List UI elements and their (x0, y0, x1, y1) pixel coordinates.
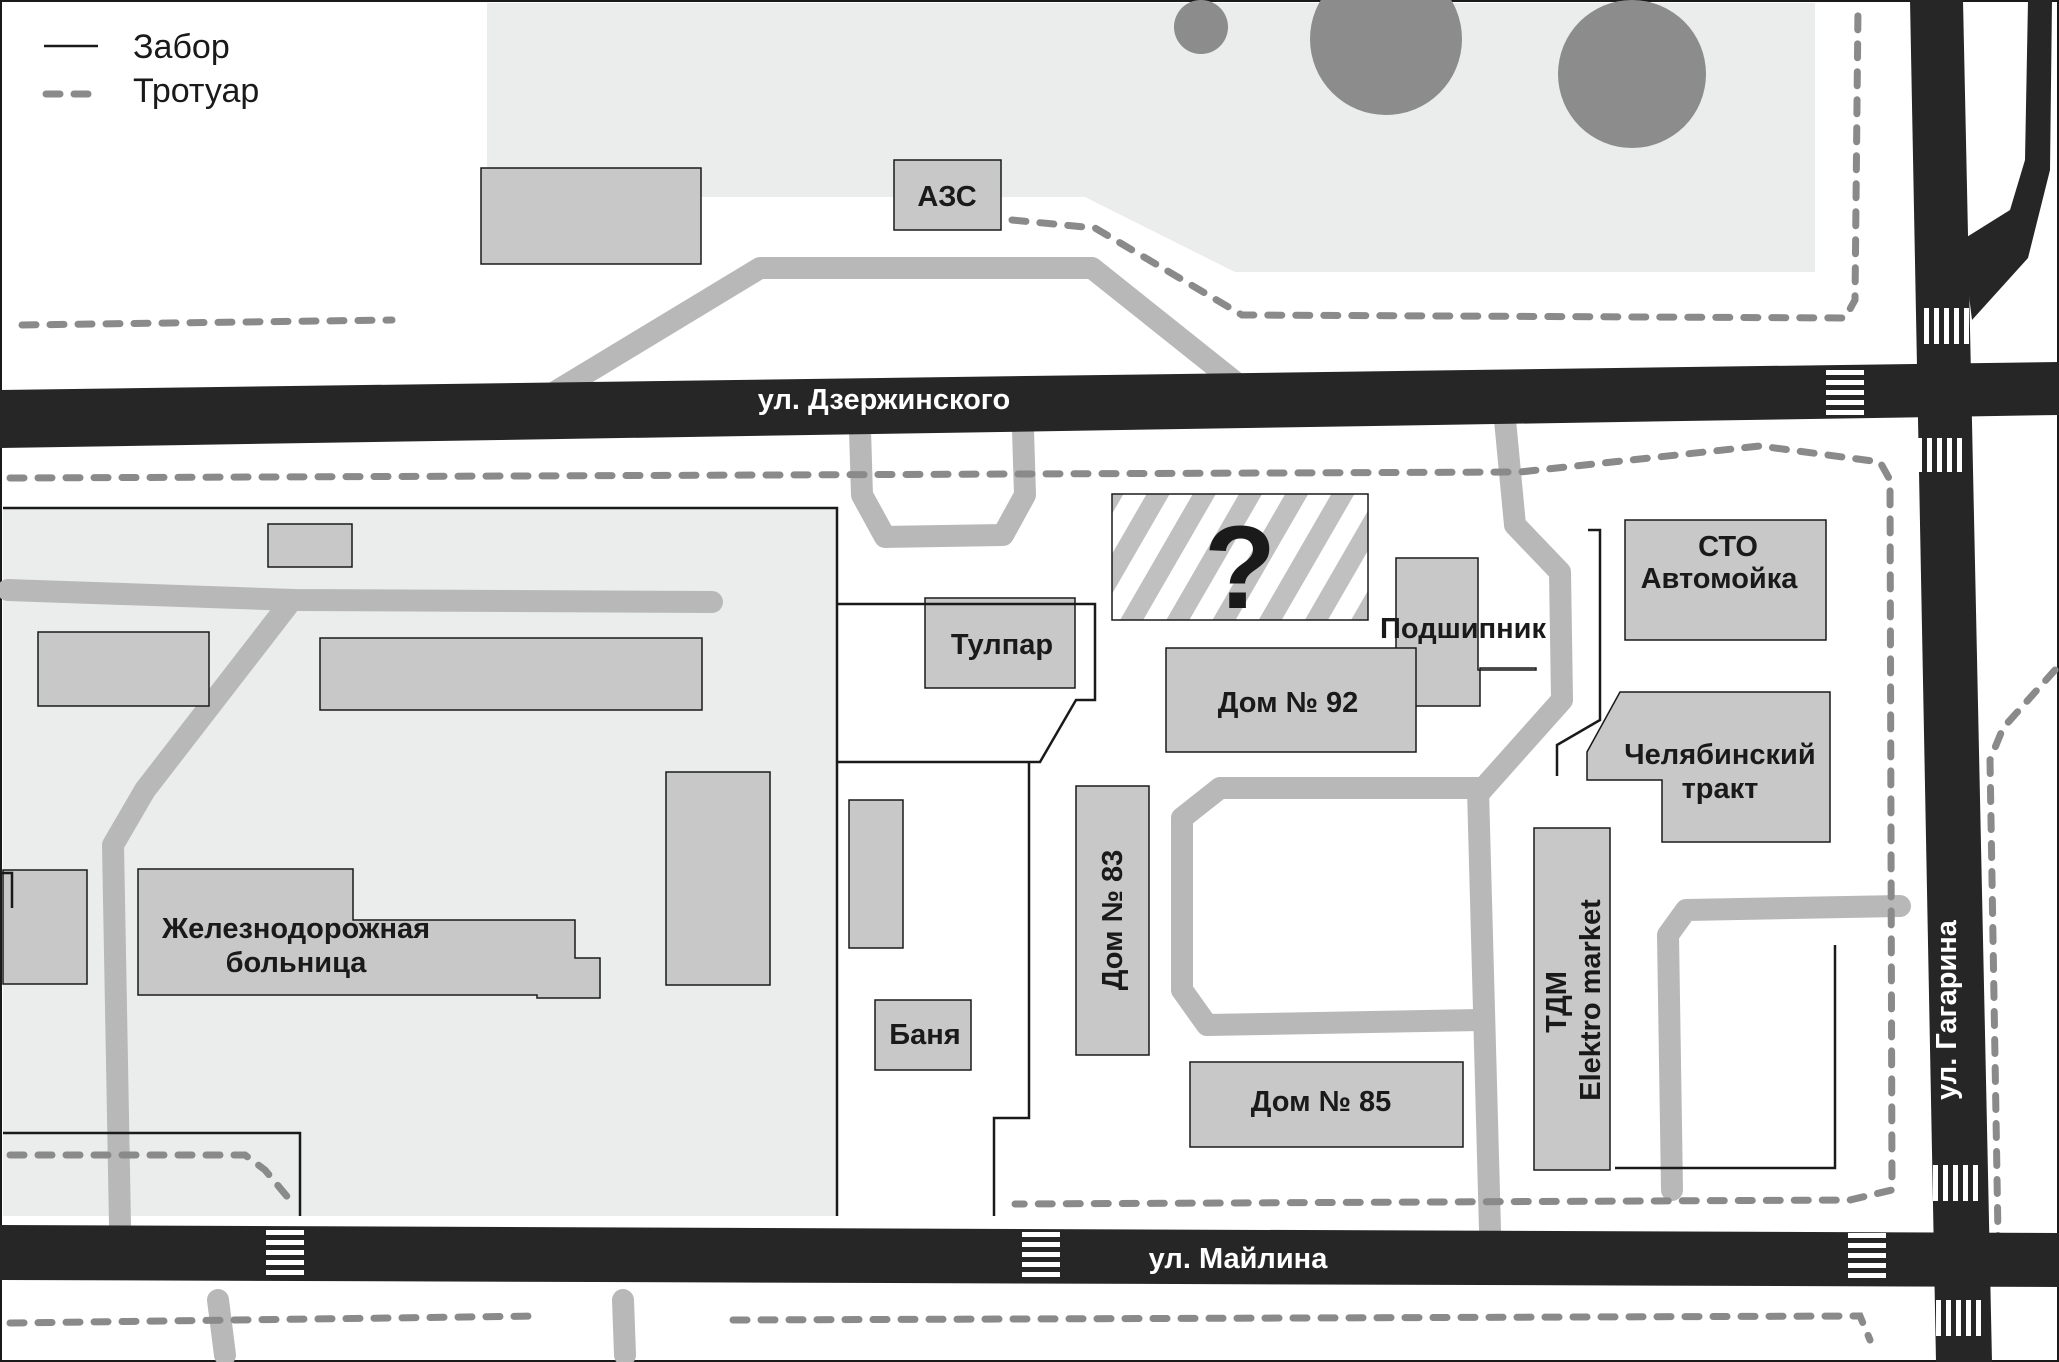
building (37, 631, 210, 707)
sidewalk (6, 1151, 294, 1204)
road-gagarina (1910, 0, 1992, 1362)
pedestrian-crossing (1936, 1300, 1981, 1336)
label-sto-line1: СТО (1698, 531, 1758, 563)
building (267, 523, 353, 568)
sidewalk (18, 316, 396, 329)
pedestrian-crossing (1933, 1165, 1978, 1201)
building (480, 167, 702, 265)
footpath (102, 594, 299, 1236)
building-sto (1624, 519, 1827, 641)
street-label-dzerzhinsky: ул. Дзержинского (758, 384, 1010, 416)
street-label-gagarina: ул. Гагарина (1931, 919, 1963, 1100)
fence (837, 602, 1097, 764)
building-dom85 (1189, 1061, 1464, 1148)
building (319, 637, 703, 711)
building-chelyabinsky-trakt (1586, 691, 1831, 843)
footpath (0, 579, 723, 613)
footpath (1171, 777, 1491, 1036)
building-banya (874, 999, 972, 1071)
sidewalk (6, 1312, 544, 1327)
label-sto-line2: Автомойка (1641, 563, 1799, 595)
target-question-mark: ? (1204, 502, 1276, 634)
building-tulpar (924, 597, 1076, 689)
footpath (612, 1289, 636, 1362)
tree-icon (1310, 0, 1462, 115)
footpath (1467, 779, 1501, 1241)
pedestrian-crossing (1022, 1232, 1060, 1277)
pedestrian-crossing (662, 1305, 707, 1343)
label-chelyabinsky-line1: Челябинский (1624, 739, 1815, 771)
building-dom92 (1165, 647, 1417, 753)
road-ramp (1962, 0, 2052, 320)
pedestrian-crossing (1826, 370, 1864, 415)
label-podshipnik: Подшипник (1380, 613, 1546, 645)
building (665, 771, 771, 986)
building (848, 799, 904, 949)
building-azs (893, 159, 1002, 231)
label-chelyabinsky-line2: тракт (1682, 773, 1759, 805)
pedestrian-crossing (1924, 308, 1969, 344)
footpath (849, 419, 1036, 548)
building-hospital (137, 868, 601, 999)
label-tdm-line2: Elektro market (1575, 899, 1607, 1101)
fence (3, 1131, 302, 1216)
label-dom83: Дом № 83 (1097, 850, 1129, 991)
pedestrian-crossing (1917, 438, 1962, 472)
fence (1555, 528, 1602, 776)
label-dom85: Дом № 85 (1251, 1086, 1392, 1118)
pedestrian-crossing (562, 1305, 607, 1343)
building (2, 869, 88, 985)
pedestrian-crossing (266, 1230, 304, 1275)
label-azs: АЗС (917, 181, 976, 213)
label-tdm-line1: ТДМ (1541, 971, 1573, 1033)
label-banya: Баня (889, 1019, 960, 1051)
footpath (1657, 895, 1911, 1201)
tree-icon (1558, 0, 1706, 148)
footpath (207, 1289, 236, 1362)
building-dom83 (1075, 785, 1150, 1056)
building-podshipnik (1395, 557, 1537, 707)
footpath (544, 257, 1256, 403)
label-dom92: Дом № 92 (1218, 687, 1359, 719)
building-tdm (1533, 827, 1611, 1171)
legend-sidewalk-label: Тротуар (133, 72, 259, 110)
fence (3, 506, 839, 1216)
sidewalk (1008, 4, 1862, 322)
fence (992, 762, 1031, 1216)
tree-icon (1174, 0, 1228, 54)
park-area (487, 3, 1815, 272)
footpath (1469, 409, 1573, 803)
sidewalk (6, 442, 1896, 1208)
sidewalk (729, 1312, 1874, 1344)
road-dzerzhinsky (0, 362, 2059, 448)
fence (1, 871, 14, 908)
pedestrian-crossing (1848, 1233, 1886, 1278)
label-tulpar: Тулпар (951, 629, 1053, 661)
label-hospital-line1: Железнодорожная (161, 913, 430, 945)
legend-fence-label: Забор (133, 28, 230, 66)
target-plot (1111, 493, 1369, 621)
street-label-mailina: ул. Майлина (1149, 1243, 1329, 1275)
fence (1615, 945, 1837, 1170)
label-hospital-line2: больница (226, 947, 368, 979)
sidewalk (1986, 666, 2059, 1240)
